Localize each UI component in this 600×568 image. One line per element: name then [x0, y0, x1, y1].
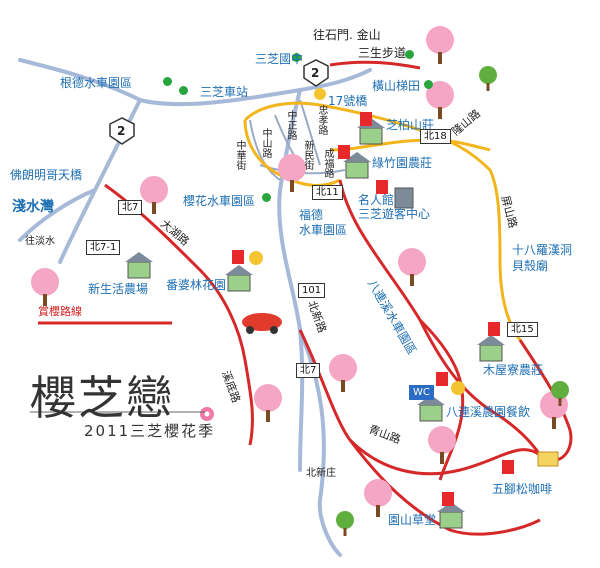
coffee-icon: [537, 451, 559, 467]
green-trees: [336, 66, 569, 536]
road-tag-bei18: 北18: [420, 129, 451, 144]
place-newlife: 新生活農場: [88, 282, 149, 296]
place-gende: 根德水車園區: [60, 76, 133, 90]
place-yuanshan: 園山草堂: [388, 513, 437, 527]
farm-houses: [125, 118, 505, 529]
highway-2-shield-a: [109, 117, 135, 145]
place-folang: 佛朗明哥天橋: [10, 168, 83, 182]
road-name-zhonghua: 中華街: [234, 140, 245, 170]
map-title: 櫻芝戀: [30, 371, 174, 425]
highway-2-shield-b: [303, 59, 329, 87]
road-name-chengfu: 成福路: [322, 148, 333, 178]
info-figures: [249, 88, 465, 395]
place-shiba-2: 貝殼廟: [512, 259, 549, 273]
place-shimen: 往石門. 金山: [313, 28, 381, 42]
road-name-zhongxiao: 忠孝路: [316, 105, 327, 135]
road-tag-bei7-1: 北7-1: [86, 240, 121, 255]
wc-icon: WC: [409, 385, 434, 400]
road-tag-bei11: 北11: [312, 185, 343, 200]
road-name-zhongshan: 中山路: [260, 128, 271, 158]
place-bridge17: 17號橋: [328, 94, 368, 108]
highway-2-number-b: 2: [311, 66, 320, 80]
place-sanzhi-junior: 三芝國中: [255, 52, 304, 66]
flower-icon: [200, 407, 214, 421]
road-tag-bei15: 北15: [507, 322, 538, 337]
road-tag-bei7: 北7: [118, 200, 143, 215]
place-sanzhi-station: 三芝車站: [200, 85, 249, 99]
poi-dot: [405, 50, 414, 59]
car-icon: [242, 313, 282, 334]
road-name-xinmin: 新民街: [302, 140, 313, 170]
cherry-route: [104, 60, 573, 536]
poi-dot: [163, 77, 172, 86]
place-fanpo: 番婆林花園: [166, 278, 227, 292]
place-famous-house: 名人館: [358, 193, 395, 207]
legend-label: 賞櫻路線: [38, 305, 82, 318]
road-tag-bei7b: 北7: [296, 363, 321, 378]
place-mujiu: 木屋寮農莊: [483, 363, 544, 377]
place-shiba-1: 十八羅漢洞: [512, 243, 573, 257]
poi-dot: [262, 193, 271, 202]
place-visitor-center: 三芝遊客中心: [358, 207, 431, 221]
place-to-beixinzhuang: 北新庄: [306, 468, 336, 479]
place-danshui-bay: 淺水灣: [12, 199, 54, 215]
cherry-trees: [31, 26, 568, 517]
road-tag-101: 101: [298, 283, 326, 298]
poi-dot: [424, 80, 433, 89]
map-subtitle: 2011三芝櫻花季: [84, 422, 216, 440]
poi-dot: [179, 86, 188, 95]
road-name-zhongzheng: 中正路: [285, 110, 296, 140]
place-to-danshui: 往淡水: [25, 236, 55, 247]
place-baliandong: 八連溪農園餐飲: [446, 405, 531, 419]
place-henshan-terrace: 橫山梯田: [372, 79, 421, 93]
restaurant-icons: [232, 112, 514, 506]
place-sansheng: 三生步道: [358, 46, 407, 60]
place-zhibai: 芝柏山莊: [386, 118, 435, 132]
poi-dot: [292, 53, 301, 62]
place-luzhu: 綠竹園農莊: [372, 156, 433, 170]
place-fude-1: 福德: [299, 208, 324, 222]
place-fude-2: 水車園區: [299, 223, 348, 237]
highway-2-number-a: 2: [117, 124, 126, 138]
place-sakura-wheel: 櫻花水車園區: [183, 194, 256, 208]
place-wujiaosong: 五腳松咖啡: [492, 482, 553, 496]
